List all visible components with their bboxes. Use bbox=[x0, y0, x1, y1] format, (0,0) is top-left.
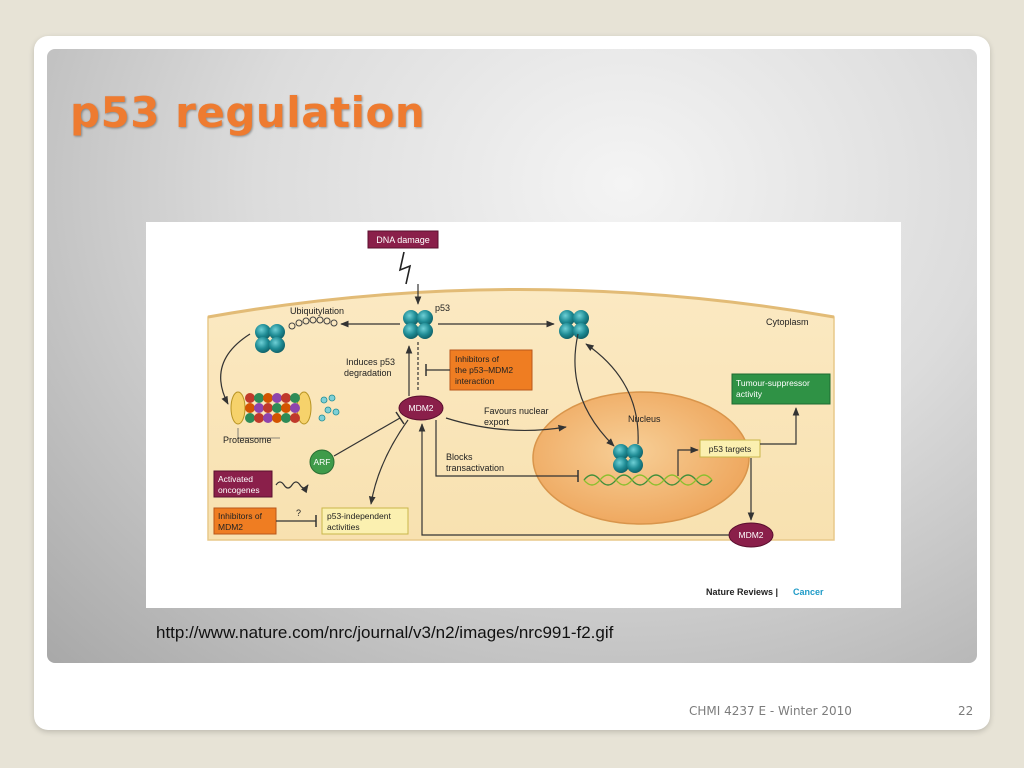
tumour-label-line1: Tumour-suppressor bbox=[736, 378, 810, 388]
dna-damage-box bbox=[367, 230, 439, 249]
blocks-label-line2: transactivation bbox=[446, 463, 504, 473]
proteasome-label: Proteasome bbox=[223, 435, 272, 445]
credit-section: Cancer bbox=[793, 587, 824, 597]
dna-helix bbox=[583, 474, 713, 486]
induces-label-line2: degradation bbox=[344, 368, 392, 378]
mdm2-nuclear-label: MDM2 bbox=[738, 530, 763, 540]
credit-journal: Nature Reviews | bbox=[706, 587, 778, 597]
lightning-icon bbox=[398, 251, 412, 285]
induces-label-line1: Induces p53 bbox=[346, 357, 395, 367]
p53-tetramer-right bbox=[559, 310, 589, 339]
cell-membrane bbox=[207, 288, 835, 319]
ubiquitin-chain bbox=[288, 316, 338, 330]
inhibitors-of-mdm2-box bbox=[213, 507, 277, 535]
p53-label: p53 bbox=[435, 303, 450, 313]
favours-label-line1: Favours nuclear bbox=[484, 406, 549, 416]
cytoplasm-label: Cytoplasm bbox=[766, 317, 809, 327]
slide-title: p53 regulation bbox=[70, 88, 426, 137]
page-number: 22 bbox=[958, 704, 974, 718]
nucleus bbox=[532, 391, 750, 525]
inhibitors-p53-mdm2-box bbox=[449, 349, 533, 391]
nucleus-label: Nucleus bbox=[628, 414, 661, 424]
ubiquitylation-label: Ubiquitylation bbox=[290, 306, 344, 316]
inhibitors-label-line1: Inhibitors of bbox=[455, 354, 500, 364]
favours-label-line2: export bbox=[484, 417, 510, 427]
dna-damage-label: DNA damage bbox=[376, 235, 430, 245]
tumour-label-line2: activity bbox=[736, 389, 763, 399]
tumour-suppressor-box bbox=[731, 373, 831, 405]
question-label: ? bbox=[296, 508, 301, 518]
p53-tetramer-top bbox=[403, 310, 433, 339]
peptide-fragments bbox=[318, 394, 340, 422]
source-url[interactable]: http://www.nature.com/nrc/journal/v3/n2/… bbox=[156, 623, 614, 642]
inhib-mdm2-label-line1: Inhibitors of bbox=[218, 511, 263, 521]
proteasome-icon bbox=[230, 391, 312, 425]
oncogenes-label-line1: Activated bbox=[218, 474, 253, 484]
p53-regulation-figure: DNA damage p53 Ubiquitylation bbox=[146, 222, 901, 608]
activated-oncogenes-box bbox=[213, 470, 273, 498]
oncogenes-label-line2: oncogenes bbox=[218, 485, 260, 495]
mdm2-cytoplasmic bbox=[398, 395, 444, 421]
p53ind-label-line1: p53-independent bbox=[327, 511, 391, 521]
inhibitors-label-line3: interaction bbox=[455, 376, 494, 386]
p53ind-label-line2: activities bbox=[327, 522, 360, 532]
inhibitors-label-line2: the p53–MDM2 bbox=[455, 365, 513, 375]
blocks-label-line1: Blocks bbox=[446, 452, 473, 462]
p53-tetramer-left bbox=[255, 324, 285, 353]
p53-tetramer-nuclear bbox=[613, 444, 643, 473]
footer-course: CHMI 4237 E - Winter 2010 bbox=[689, 704, 852, 718]
arf-label: ARF bbox=[314, 457, 331, 467]
p53-targets-box bbox=[699, 439, 761, 458]
mdm2-label: MDM2 bbox=[408, 403, 433, 413]
inhib-mdm2-label-line2: MDM2 bbox=[218, 522, 243, 532]
p53-independent-box bbox=[321, 507, 409, 535]
arf-node bbox=[309, 449, 335, 475]
squiggle-arrow bbox=[275, 481, 309, 494]
p53-targets-label: p53 targets bbox=[709, 444, 752, 454]
